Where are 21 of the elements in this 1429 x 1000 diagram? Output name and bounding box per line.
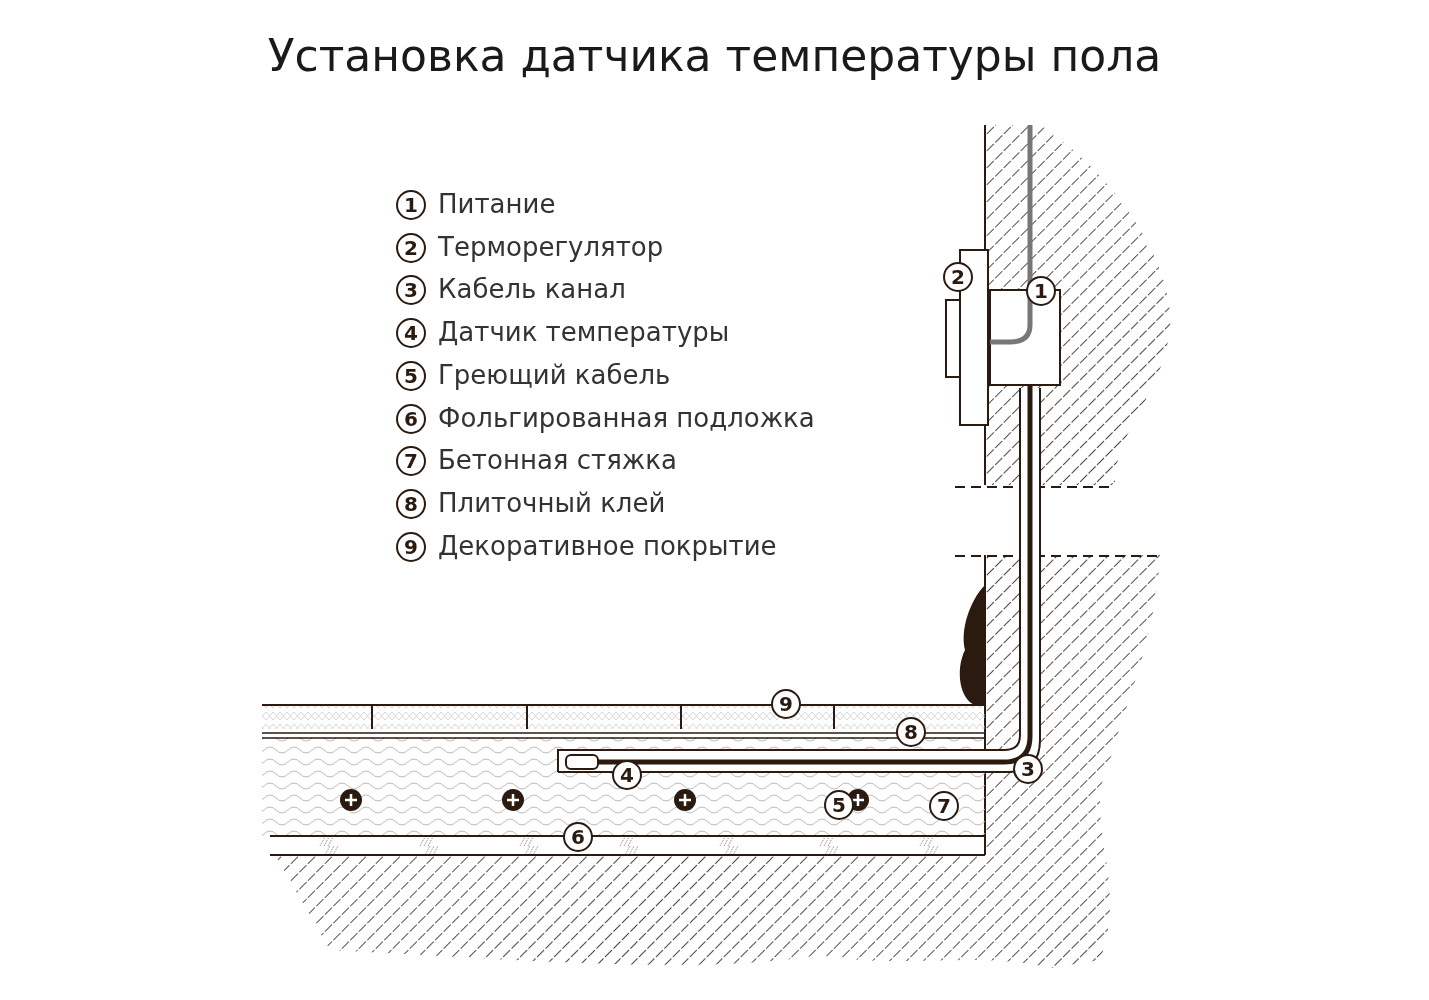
legend-number: 3 [396,275,426,306]
callout-number: 2 [943,262,973,292]
legend-text: Кабель канал [438,274,626,305]
legend-number: 6 [396,403,426,434]
legend-text: Терморегулятор [438,231,664,262]
legend-text: Фольгированная подложка [438,402,815,433]
legend-text: Бетонная стяжка [438,445,677,476]
legend-number: 4 [396,318,426,349]
legend-text: Питание [438,189,556,219]
title: Установка датчика температуры пола [266,30,1163,81]
legend-number: 7 [396,446,426,477]
legend-number: 9 [396,531,426,562]
legend-number: 8 [396,488,426,519]
legend-text: Декоративное покрытие [438,530,777,561]
legend-number: 1 [396,190,426,220]
legend-number: 2 [396,232,426,263]
legend-text: Греющий кабель [438,359,671,390]
callout-number: 9 [771,689,801,719]
legend-text: Датчик температуры [438,317,730,348]
legend-text: Плиточный клей [438,487,666,518]
legend-number: 5 [396,360,426,391]
